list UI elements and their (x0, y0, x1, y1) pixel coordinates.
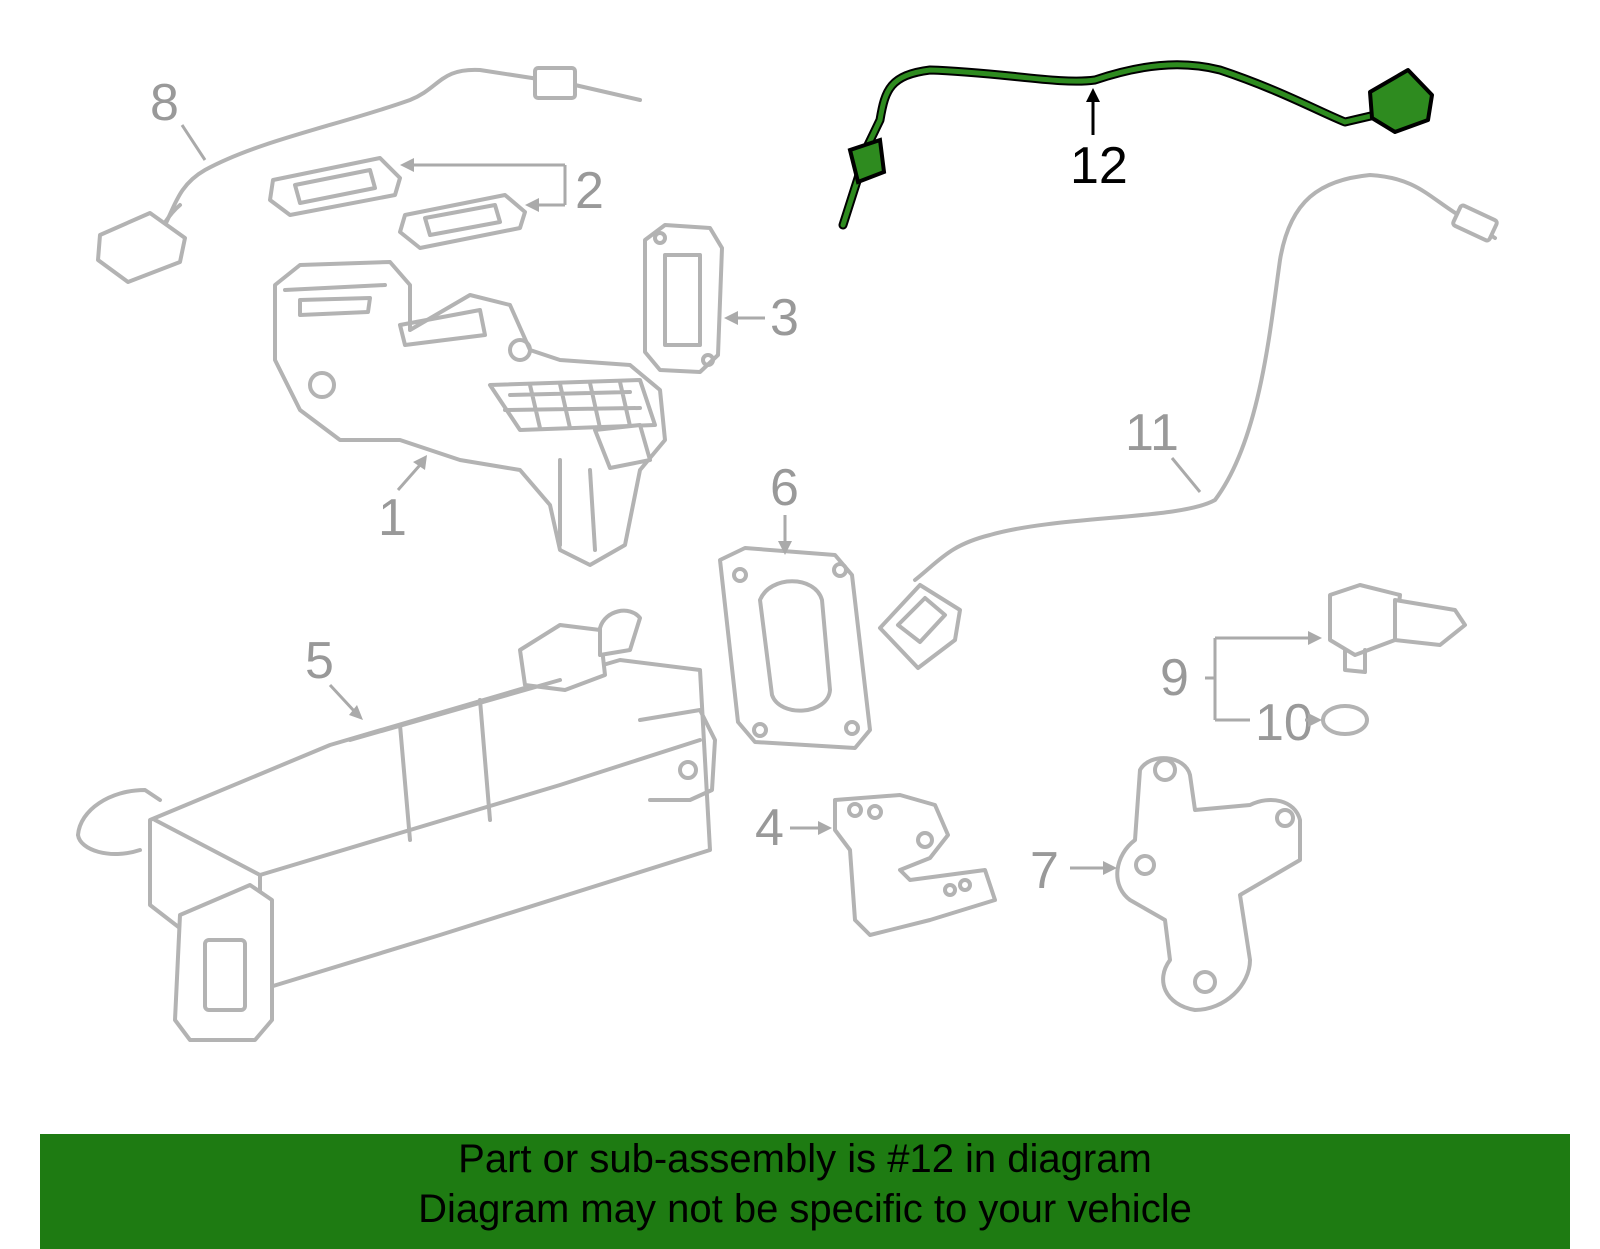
part-6-gasket (718, 546, 872, 750)
callout-7: 7 (1030, 842, 1059, 900)
part-3-gasket (643, 223, 724, 374)
part-8-sensor (96, 66, 642, 284)
info-banner: Part or sub-assembly is #12 in diagram D… (40, 1134, 1570, 1249)
banner-line-part: Part or sub-assembly is #12 in diagram (458, 1137, 1152, 1181)
callout-1: 1 (378, 489, 407, 547)
part-1-egr-valve (273, 260, 667, 567)
callout-2: 2 (575, 162, 604, 220)
part-5-egr-cooler (76, 608, 717, 1042)
callout-8: 8 (150, 74, 179, 132)
part-10-o-ring (1321, 704, 1369, 736)
part-2-gaskets (268, 156, 527, 250)
callout-12: 12 (1070, 137, 1128, 195)
callout-6: 6 (770, 459, 799, 517)
part-7-bracket (1115, 756, 1302, 1012)
part-9-sensor (1328, 583, 1467, 674)
banner-line-disclaimer: Diagram may not be specific to your vehi… (418, 1187, 1192, 1231)
callout-10: 10 (1255, 694, 1313, 752)
part-11-sensor (878, 173, 1499, 670)
callout-9: 9 (1160, 649, 1189, 707)
callout-4: 4 (755, 799, 784, 857)
callout-3: 3 (770, 289, 799, 347)
part-12-highlighted-sensor (838, 60, 1434, 230)
part-4-bracket (833, 793, 997, 937)
exploded-parts-diagram: 8 2 1 (76, 60, 1499, 1042)
callout-5: 5 (305, 632, 334, 690)
callout-11: 11 (1125, 404, 1179, 462)
